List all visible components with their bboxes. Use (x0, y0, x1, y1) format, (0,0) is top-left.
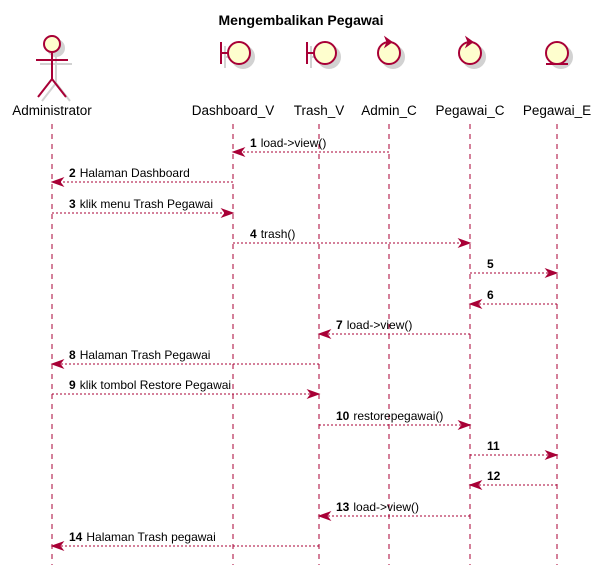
diagram-title: Mengembalikan Pegawai (219, 12, 384, 28)
message-label: 12 (487, 469, 501, 483)
message-number: 14 (69, 530, 83, 544)
lifelines (51, 124, 558, 565)
message-label: 9 klik tombol Restore Pegawai (69, 378, 231, 392)
message-text: load->view() (353, 500, 419, 514)
participant-administrator: Administrator (12, 35, 92, 118)
message-text: restorepegawai() (353, 409, 443, 423)
message-5: 5 (470, 257, 559, 279)
message-number: 5 (487, 257, 494, 271)
arrowhead (317, 328, 332, 340)
message-text: trash() (261, 227, 296, 241)
message-label: 5 (487, 257, 494, 271)
message-4: 4 trash() (233, 227, 472, 249)
message-number: 7 (336, 318, 343, 332)
participant-label: Admin_C (361, 103, 417, 118)
actor-icon (36, 35, 72, 102)
message-label: 7 load->view() (336, 318, 412, 332)
participant-label: Pegawai_E (523, 103, 591, 118)
participant-label: Dashboard_V (192, 103, 275, 118)
arrowhead (457, 419, 472, 431)
arrowhead (220, 207, 235, 219)
message-text: klik menu Trash Pegawai (80, 197, 213, 211)
arrowhead (50, 540, 65, 552)
message-text: load->view() (347, 318, 413, 332)
participants: Administrator Dashboard_V Trash_V Admin_C Pe… (12, 35, 591, 118)
message-text: Halaman Trash Pegawai (80, 348, 211, 362)
message-text: load->view() (261, 136, 327, 150)
arrowhead (317, 510, 332, 522)
message-12: 12 (468, 469, 557, 491)
messages: 1 load->view() 2 Halaman Dashboard 3 klik men… (50, 136, 559, 552)
boundary-icon (306, 41, 341, 69)
message-text: Halaman Trash pegawai (86, 530, 215, 544)
message-7: 7 load->view() (317, 318, 470, 340)
arrowhead (544, 449, 559, 461)
participant-admin-c: Admin_C (361, 35, 417, 118)
message-label: 1 load->view() (250, 136, 326, 150)
arrowhead (468, 298, 483, 310)
participant-label: Pegawai_C (435, 103, 504, 118)
message-label: 11 (487, 439, 500, 453)
boundary-icon (220, 41, 255, 69)
message-label: 2 Halaman Dashboard (69, 166, 190, 180)
message-1: 1 load->view() (231, 136, 389, 158)
message-number: 12 (487, 469, 501, 483)
control-icon (377, 35, 405, 69)
message-label: 4 trash() (250, 227, 295, 241)
message-number: 2 (69, 166, 76, 180)
message-label: 3 klik menu Trash Pegawai (69, 197, 213, 211)
entity-icon (545, 41, 573, 69)
arrowhead (457, 237, 472, 249)
participant-pegawai-e: Pegawai_E (523, 41, 591, 118)
message-number: 9 (69, 378, 76, 392)
message-2: 2 Halaman Dashboard (50, 166, 233, 188)
message-number: 4 (250, 227, 257, 241)
arrowhead (50, 358, 65, 370)
message-text: klik tombol Restore Pegawai (80, 378, 231, 392)
message-3: 3 klik menu Trash Pegawai (52, 197, 235, 219)
arrowhead (306, 388, 321, 400)
participant-pegawai-c: Pegawai_C (435, 35, 505, 118)
message-11: 11 (470, 439, 559, 461)
participant-label: Trash_V (294, 103, 345, 118)
arrowhead (468, 479, 483, 491)
participant-dashboard-v: Dashboard_V (192, 41, 275, 118)
message-label: 8 Halaman Trash Pegawai (69, 348, 210, 362)
message-text: Halaman Dashboard (80, 166, 190, 180)
arrowhead (544, 267, 559, 279)
message-number: 13 (336, 500, 350, 514)
message-number: 11 (487, 439, 500, 453)
message-number: 6 (487, 288, 494, 302)
message-label: 6 (487, 288, 494, 302)
control-icon (458, 35, 486, 69)
message-number: 1 (250, 136, 257, 150)
message-number: 10 (336, 409, 350, 423)
arrowhead (231, 146, 246, 158)
message-number: 8 (69, 348, 76, 362)
message-number: 3 (69, 197, 76, 211)
participant-trash-v: Trash_V (294, 41, 345, 118)
message-6: 6 (468, 288, 557, 310)
message-8: 8 Halaman Trash Pegawai (50, 348, 319, 370)
arrowhead (50, 176, 65, 188)
message-9: 9 klik tombol Restore Pegawai (52, 378, 321, 400)
participant-label: Administrator (12, 103, 92, 118)
